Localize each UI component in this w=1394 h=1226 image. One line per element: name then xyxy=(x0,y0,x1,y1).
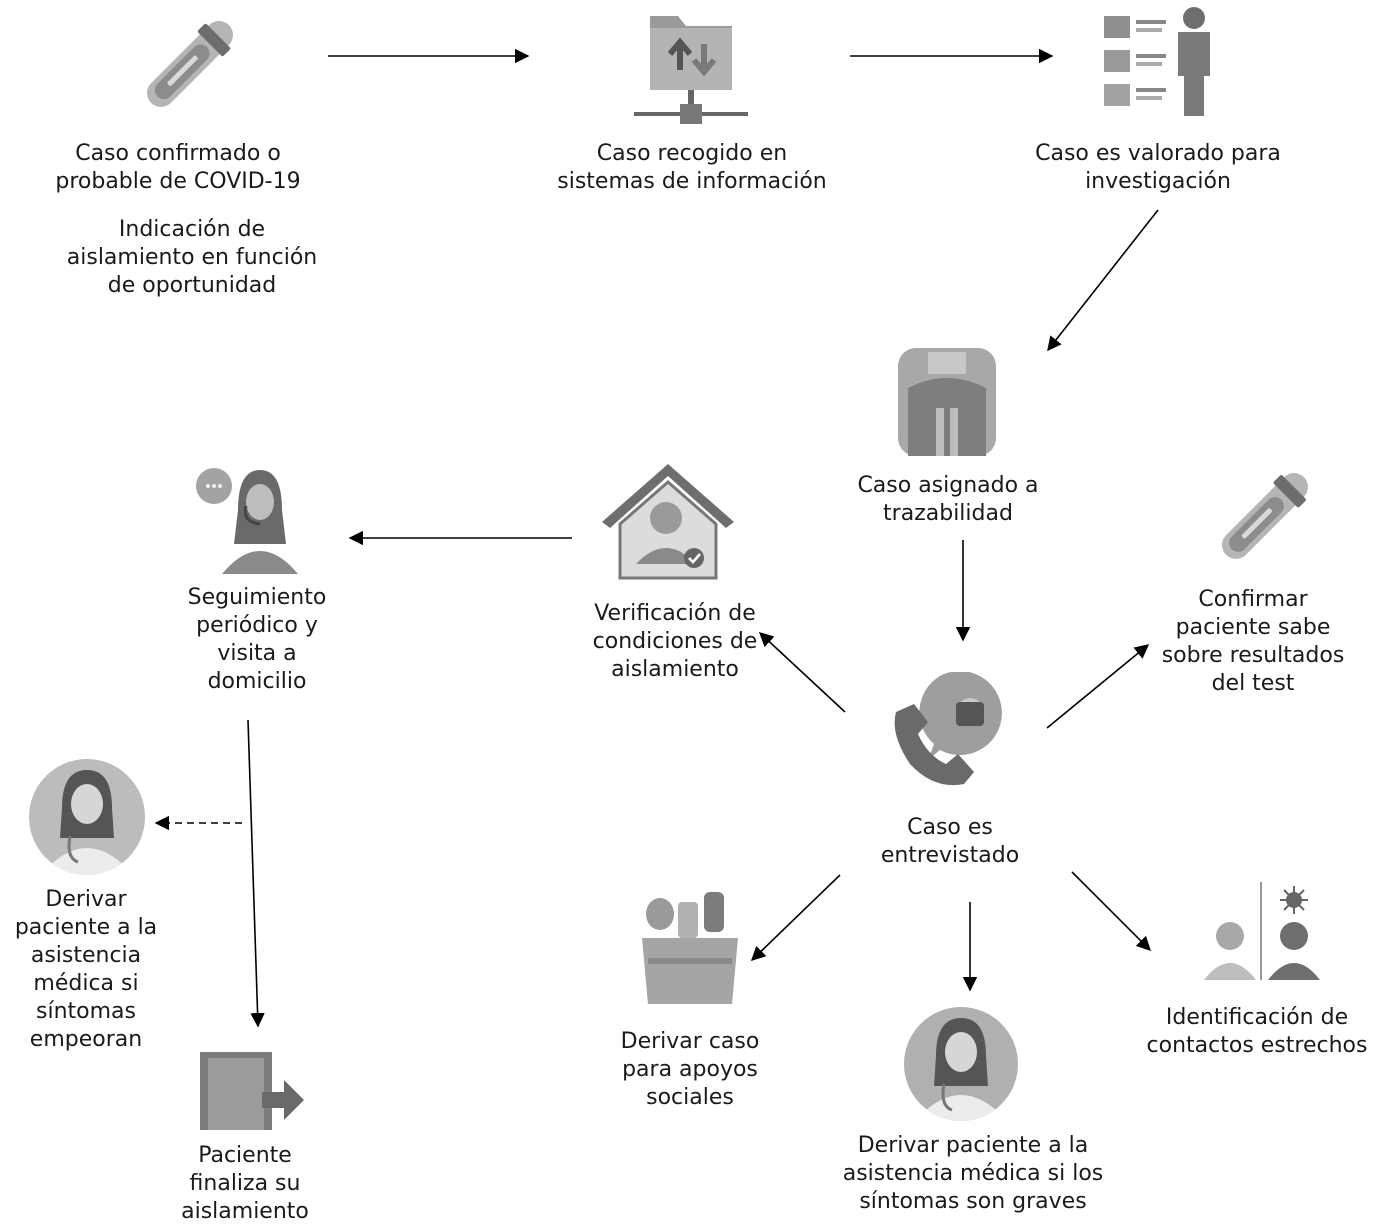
test-tube-icon xyxy=(147,21,233,107)
node-line: del test xyxy=(1211,671,1295,696)
node-line: síntomas xyxy=(36,999,136,1024)
node-line: entrevistado xyxy=(880,843,1020,868)
node-line: para apoyos xyxy=(622,1057,758,1082)
node-paciente-finaliza: Paciente finaliza su aislamiento xyxy=(140,1142,350,1226)
node-line: Caso es valorado para xyxy=(1035,141,1281,166)
node-line: Caso confirmado o xyxy=(75,141,281,166)
node-line: aislamiento xyxy=(611,657,739,682)
node-line: Identificación de xyxy=(1165,1005,1349,1030)
server-folder-icon xyxy=(634,16,748,124)
node-line: de oportunidad xyxy=(107,273,277,298)
node-line: Derivar xyxy=(45,887,127,912)
node-line: contactos estrechos xyxy=(1146,1033,1368,1058)
grocery-bag-icon xyxy=(642,892,738,1004)
node-line: sistemas de información xyxy=(557,169,827,194)
node-line: Verificación de xyxy=(594,601,756,626)
node-derivar-si-graves: Derivar paciente a la asistencia médica … xyxy=(812,1132,1134,1216)
node-line: Confirmar xyxy=(1198,587,1308,612)
node-line: síntomas son graves xyxy=(859,1189,1087,1214)
operator-icon xyxy=(196,468,298,574)
node-caso-valorado: Caso es valorado para investigación xyxy=(1008,140,1308,196)
home-check-icon xyxy=(602,464,734,580)
node-line: aislamiento en función xyxy=(66,245,318,270)
node-line: Caso asignado a xyxy=(857,473,1039,498)
arrow-seguimiento-to-finaliza xyxy=(247,719,265,1028)
node-line: investigación xyxy=(1085,169,1231,194)
node-line: médica si xyxy=(33,971,139,996)
person-records-icon xyxy=(1104,7,1210,116)
node-line: sociales xyxy=(646,1085,734,1110)
tracer-person-icon xyxy=(898,348,996,456)
node-line: Paciente xyxy=(198,1143,292,1168)
node-line: condiciones de xyxy=(592,629,758,654)
node-line: visita a xyxy=(217,641,297,666)
node-caso-entrevistado: Caso es entrevistado xyxy=(840,814,1060,870)
node-verificacion-condiciones: Verificación de condiciones de aislamien… xyxy=(560,600,790,684)
node-line: domicilio xyxy=(207,669,307,694)
node-line: asistencia xyxy=(30,943,142,968)
node-line: probable de COVID-19 xyxy=(55,169,301,194)
arrow-valorado-to-asignado xyxy=(1047,209,1159,352)
node-line: sobre resultados xyxy=(1161,643,1345,668)
phone-call-icon xyxy=(894,672,1002,786)
node-line: Caso recogido en xyxy=(596,141,788,166)
arrow-entrevistado-to-apoyos xyxy=(750,874,841,962)
node-line: empeoran xyxy=(29,1027,143,1052)
node-line: Indicación de xyxy=(118,217,266,242)
node-line: Caso es xyxy=(907,815,993,840)
test-tube-icon xyxy=(1222,473,1308,559)
doctor-icon xyxy=(904,1007,1018,1121)
node-seguimiento-periodico: Seguimiento periódico y visita a domicil… xyxy=(142,584,372,696)
node-caso-confirmado: Caso confirmado o probable de COVID-19 xyxy=(28,140,328,196)
node-identificacion-contactos: Identificación de contactos estrechos xyxy=(1124,1004,1390,1060)
arrow-entrevistado-to-contactos xyxy=(1071,871,1152,952)
doctor-icon xyxy=(29,759,145,875)
node-caso-recogido: Caso recogido en sistemas de información xyxy=(532,140,852,196)
node-line: finaliza su xyxy=(189,1171,301,1196)
node-line: Derivar paciente a la xyxy=(857,1133,1089,1158)
node-derivar-apoyos-sociales: Derivar caso para apoyos sociales xyxy=(580,1028,800,1112)
node-caso-asignado: Caso asignado a trazabilidad xyxy=(818,472,1078,528)
exit-door-icon xyxy=(200,1052,304,1130)
node-indicacion-aislamiento: Indicación de aislamiento en función de … xyxy=(42,216,342,300)
node-line: trazabilidad xyxy=(883,501,1013,526)
node-line: Derivar caso xyxy=(620,1029,760,1054)
contacts-icon xyxy=(1204,882,1320,980)
node-derivar-si-empeoran: Derivar paciente a la asistencia médica … xyxy=(0,886,172,1054)
arrow-entrevistado-to-verificacion xyxy=(758,632,846,713)
arrow-entrevistado-to-confirmar xyxy=(1046,644,1150,729)
node-line: paciente a la xyxy=(14,915,158,940)
node-line: Seguimiento xyxy=(187,585,327,610)
node-line: paciente sabe xyxy=(1175,615,1331,640)
node-confirmar-resultados: Confirmar paciente sabe sobre resultados… xyxy=(1138,586,1368,698)
node-line: aislamiento xyxy=(181,1199,309,1224)
node-line: periódico y xyxy=(196,613,318,638)
node-line: asistencia médica si los xyxy=(842,1161,1104,1186)
